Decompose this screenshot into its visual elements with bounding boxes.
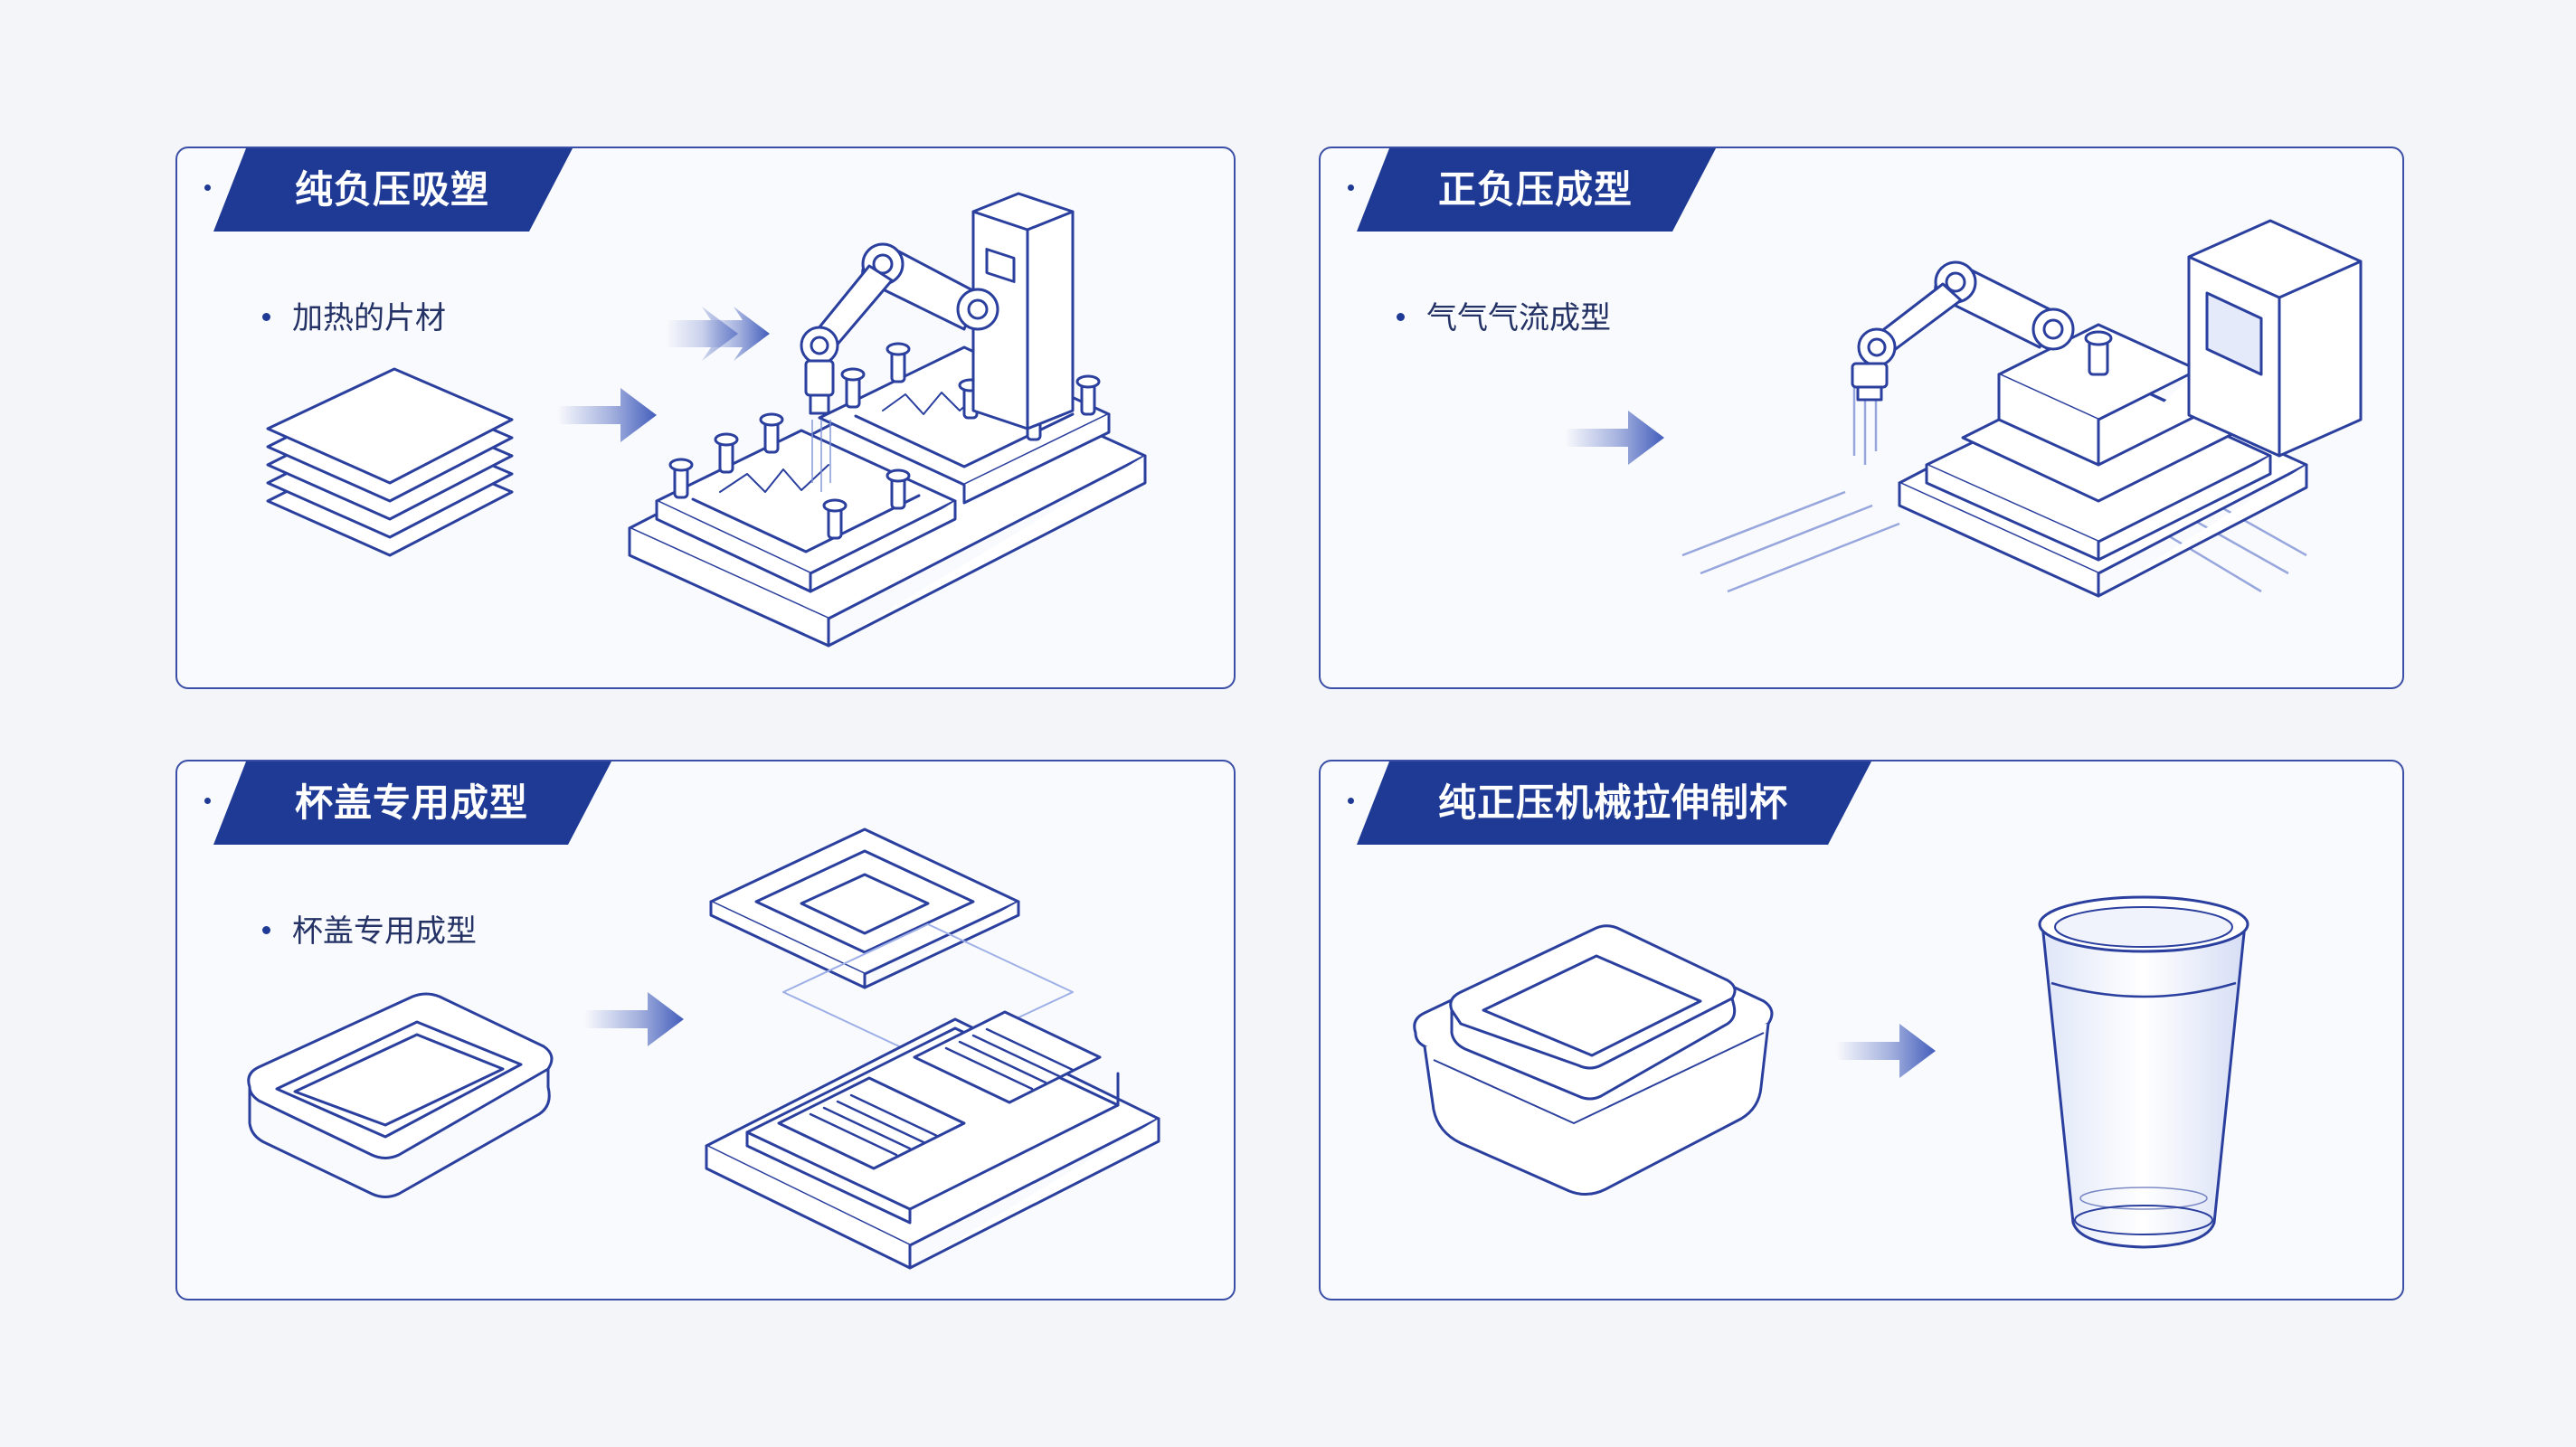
panel-title: 杯盖专用成型: [213, 761, 611, 845]
corner-dot: [204, 798, 211, 804]
bullet-text: 加热的片材: [292, 300, 446, 336]
bullet-item: 加热的片材: [262, 293, 446, 337]
tray-icon: [247, 992, 554, 1198]
bullet-text: 杯盖专用成型: [292, 913, 477, 950]
panel-lid-forming: 杯盖专用成型 杯盖专用成型: [175, 760, 1236, 1300]
sheet-stack-icon: [266, 367, 514, 557]
corner-dot: [204, 184, 211, 191]
bullet-text: 气气气流成型: [1426, 300, 1611, 336]
arrow-right-icon: [557, 388, 657, 442]
panel-cup-forming: 纯正压机械拉伸制杯: [1319, 760, 2404, 1300]
bullet-dot: [262, 926, 270, 934]
arrow-right-icon: [1565, 411, 1664, 465]
panel-title: 纯负压吸塑: [213, 148, 573, 232]
robotic-arm-press-icon: [1681, 219, 2363, 598]
panel-title: 正负压成型: [1357, 148, 1716, 232]
bullet-dot: [1397, 313, 1405, 321]
bullet-item: 气气气流成型: [1397, 293, 1611, 337]
arrow-right-icon: [584, 992, 684, 1046]
arrow-right-icon: [1836, 1024, 1936, 1078]
double-arrow-icon: [666, 307, 770, 361]
corner-dot: [1348, 798, 1354, 804]
lid-mold-icon: [705, 828, 1160, 1270]
bullet-dot: [262, 313, 270, 321]
robotic-arm-mold-icon: [628, 192, 1147, 648]
plastic-cup-icon: [2038, 895, 2249, 1249]
corner-dot: [1348, 184, 1354, 191]
panel-vacuum-forming: 纯负压吸塑 加热的片材: [175, 147, 1236, 689]
bullet-item: 杯盖专用成型: [262, 906, 477, 950]
panel-title: 纯正压机械拉伸制杯: [1357, 761, 1871, 845]
square-container-icon: [1413, 924, 1774, 1196]
panel-pressure-forming: 正负压成型 气气气流成型: [1319, 147, 2404, 689]
